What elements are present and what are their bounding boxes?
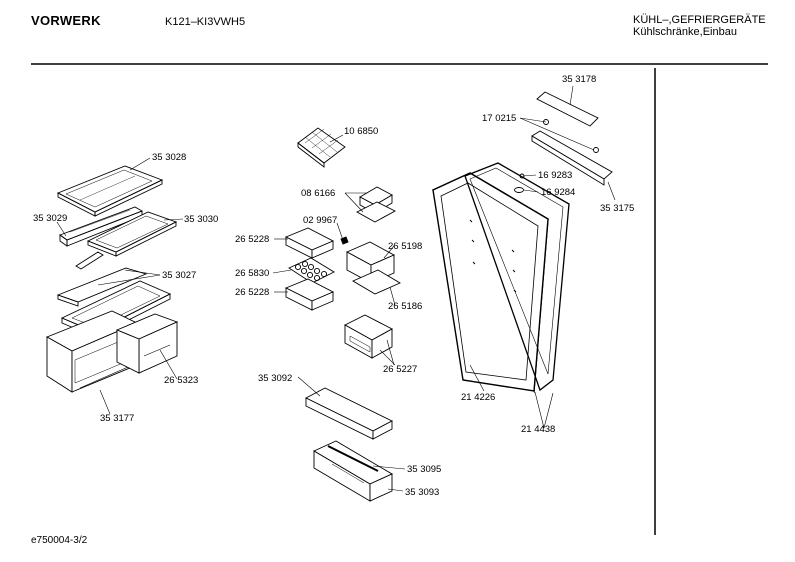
part-label-353095: 35 3095 — [407, 464, 441, 475]
door-inner-liner — [432, 172, 549, 394]
brand-name: VORWERK — [31, 13, 101, 28]
door-handle-bar — [536, 91, 599, 127]
part-label-265323: 26 5323 — [164, 375, 198, 386]
part-label-353093: 35 3093 — [405, 487, 439, 498]
part-label-169283: 16 9283 — [538, 170, 572, 181]
door-bin-holder — [344, 314, 393, 359]
part-label-353092: 35 3092 — [258, 373, 292, 384]
small-shelf-bin-bottom — [284, 278, 335, 311]
crisper-drawer-small — [115, 313, 179, 374]
ice-cube-tray — [297, 127, 346, 168]
part-label-353175: 35 3175 — [600, 203, 634, 214]
part-label-353177: 35 3177 — [100, 413, 134, 424]
glass-shelf-top — [56, 165, 164, 217]
part-label-353178: 35 3178 — [562, 74, 596, 85]
part-label-265198: 26 5198 — [388, 241, 422, 252]
category-subtitle: Kühlschränke,Einbau — [633, 26, 737, 38]
part-label-106850: 10 6850 — [344, 126, 378, 137]
part-label-265186: 26 5186 — [388, 301, 422, 312]
category-title: KÜHL–,GEFRIERGERÄTE — [633, 14, 766, 26]
part-label-353030: 35 3030 — [184, 214, 218, 225]
part-label-029967: 02 9967 — [303, 215, 337, 226]
split-glass-shelf — [86, 211, 178, 257]
butter-compartment — [356, 186, 396, 223]
part-label-353029: 35 3029 — [33, 213, 67, 224]
part-label-353027: 35 3027 — [162, 270, 196, 281]
part-label-086166: 08 6166 — [301, 188, 335, 199]
small-shelf-bin-top — [284, 227, 335, 259]
door-gasket — [464, 162, 570, 392]
shelf-rail — [75, 251, 104, 270]
part-label-170215: 17 0215 — [482, 113, 516, 124]
dairy-bin-lid — [352, 269, 401, 295]
leader-lines — [56, 85, 616, 492]
door-shelf — [305, 387, 393, 440]
part-label-214438: 21 4438 — [521, 424, 555, 435]
egg-holder — [288, 257, 335, 284]
model-number: K121–KI3VWH5 — [165, 16, 246, 28]
document-code: e750004-3/2 — [31, 535, 88, 546]
part-label-265227: 26 5227 — [383, 364, 417, 375]
part-label-214226: 21 4226 — [461, 392, 495, 403]
part-label-169284: 16 9284 — [541, 187, 575, 198]
part-label-353028: 35 3028 — [152, 152, 186, 163]
part-label-265830: 26 5830 — [235, 268, 269, 279]
bottle-shelf — [313, 440, 393, 502]
part-label-265228-bottom: 26 5228 — [235, 287, 269, 298]
door-hinge-bracket — [514, 119, 613, 193]
part-label-265228-top: 26 5228 — [235, 234, 269, 245]
shelf-front-strip — [59, 206, 144, 247]
